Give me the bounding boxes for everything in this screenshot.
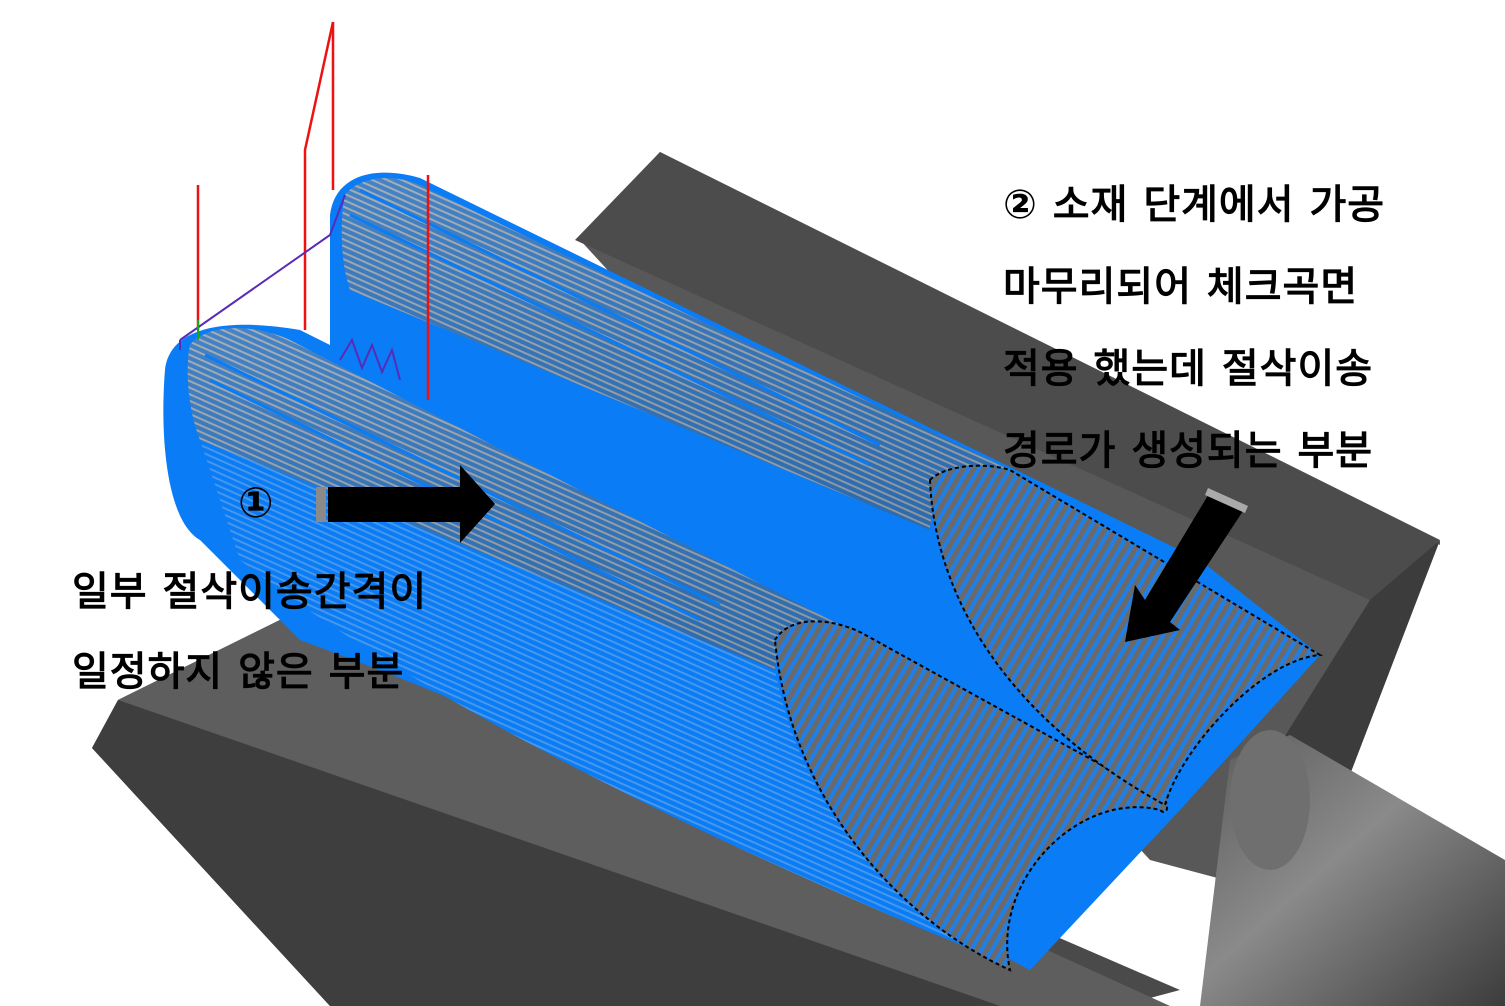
arrow-1-icon xyxy=(316,465,495,543)
note-1-line-1: 일부 절삭이송간격이 xyxy=(72,569,428,615)
note-2-line-2: 마무리되어 체크곡면 xyxy=(1003,264,1359,310)
note-2-line-1: ② 소재 단계에서 가공 xyxy=(1003,182,1386,228)
arrow-2-icon xyxy=(1125,488,1248,642)
ridge-back xyxy=(341,178,1011,530)
cylinder-stock xyxy=(1200,730,1505,1006)
check-surface-front xyxy=(773,620,1169,972)
link-moves xyxy=(179,194,401,381)
marker-1-label: ① xyxy=(238,478,275,527)
note-uneven-stepover: 일부 절삭이송간격이 일정하지 않은 부분 xyxy=(72,552,427,712)
note-2-line-4: 경로가 생성되는 부분 xyxy=(1003,428,1374,474)
note-2-line-3: 적용 했는데 절삭이송 xyxy=(1003,346,1374,392)
check-surface-back xyxy=(928,464,1324,807)
retract-moves xyxy=(196,21,430,400)
note-1-line-2: 일정하지 않은 부분 xyxy=(72,649,405,695)
note-check-surface-path: ② 소재 단계에서 가공 마무리되어 체크곡면 적용 했는데 절삭이송 경로가 … xyxy=(1003,164,1385,492)
